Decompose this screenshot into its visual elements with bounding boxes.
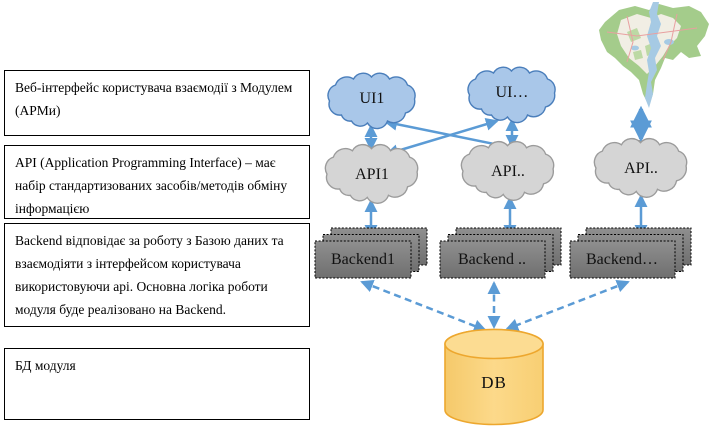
ui2-label: UI… <box>496 84 529 101</box>
ui1-label: UI1 <box>360 90 385 107</box>
note-web-ui: Веб-інтерфейс користувача взаємодії з Мо… <box>4 70 310 136</box>
kyiv-city-map-image <box>599 2 709 142</box>
note-backend: Backend відповідає за роботу з Базою дан… <box>4 223 310 327</box>
backend2-stack <box>439 227 562 279</box>
map-lake <box>631 45 639 51</box>
map-urban-area <box>617 14 681 74</box>
api-nodes: API1 API.. API.. <box>324 137 688 204</box>
backend2-label: Backend .. <box>458 251 526 268</box>
backend1-label: Backend1 <box>331 251 395 268</box>
api3-label: API.. <box>624 160 658 177</box>
backend3-label: Backend… <box>586 251 658 268</box>
note-db-text: БД модуля <box>15 358 76 373</box>
map-roads <box>606 13 698 63</box>
arrow-backend3-db-dashed <box>505 279 630 332</box>
map-lake <box>664 39 674 45</box>
backend-nodes <box>314 227 692 279</box>
note-web-ui-text: Веб-інтерфейс користувача взаємодії з Мо… <box>15 80 293 118</box>
map-river <box>645 2 661 108</box>
backend1-layer-front <box>314 240 412 279</box>
arrow-backend1-db-dashed <box>360 279 487 333</box>
note-backend-text: Backend відповідає за роботу з Базою дан… <box>15 233 284 317</box>
backend1-stack <box>314 227 428 279</box>
db-cylinder: DB <box>444 328 544 426</box>
note-api: API (Application Programming Interface) … <box>4 145 310 219</box>
api1-label: API1 <box>355 166 389 183</box>
note-db: БД модуля <box>4 348 310 420</box>
backend3-stack <box>569 227 692 279</box>
note-api-text: API (Application Programming Interface) … <box>15 155 288 216</box>
db-label: DB <box>481 373 507 392</box>
ui-nodes: UI1 UI… <box>327 66 556 130</box>
db-top <box>444 328 544 360</box>
arrow-ui2-api1-cross <box>385 117 499 158</box>
backend2-layer-front <box>439 240 546 279</box>
backend3-layer-front <box>569 240 676 279</box>
api2-label: API.. <box>491 163 525 180</box>
